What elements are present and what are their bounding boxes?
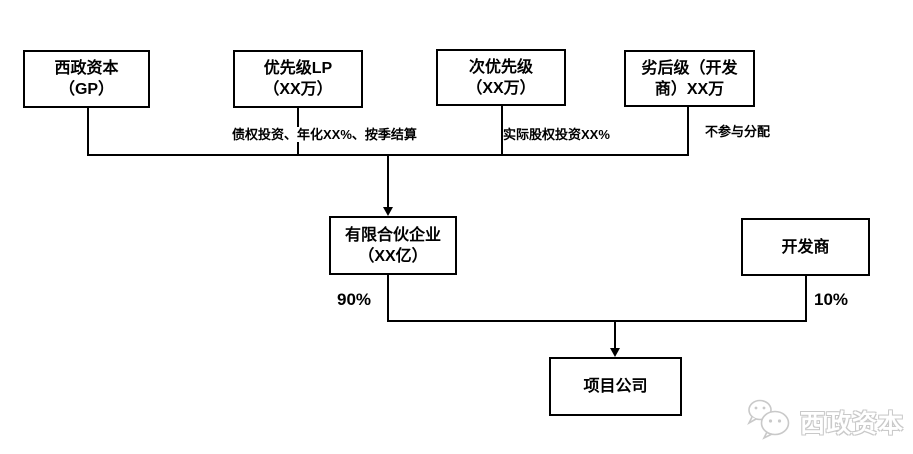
node-label-line2: （XX万） xyxy=(263,81,333,98)
connector-partnership-down xyxy=(387,275,389,322)
node-label-line2: （XX亿） xyxy=(358,247,428,265)
wechat-bubbles-icon xyxy=(744,396,796,447)
edge-label-actual-equity-investment: 实际股权投资XX% xyxy=(503,127,610,142)
connector-to-project xyxy=(614,320,616,350)
brand-watermark: 西政资本 xyxy=(744,396,904,447)
node-developer: 开发商 xyxy=(741,218,870,276)
brand-watermark-text: 西政资本 xyxy=(800,409,905,438)
connector-sub-priority-down xyxy=(501,106,503,156)
node-label-line1: 优先级LP xyxy=(263,60,333,77)
share-label-developer-10: 10% xyxy=(814,290,849,309)
connector-developer-down xyxy=(805,276,807,322)
node-label-line2: （GP） xyxy=(58,81,115,98)
arrowhead-into-project xyxy=(610,348,620,357)
node-xizheng-capital-gp: 西政资本 （GP） xyxy=(23,50,150,108)
node-limited-partnership: 有限合伙企业 （XX亿） xyxy=(329,216,457,275)
connector-gp-down xyxy=(87,108,89,156)
arrowhead-into-partnership xyxy=(383,207,393,216)
node-priority-lp: 优先级LP （XX万） xyxy=(233,50,363,108)
share-label-partnership-90: 90% xyxy=(337,290,372,309)
connector-to-partnership xyxy=(387,154,389,208)
connector-bottom-bus xyxy=(387,320,807,322)
node-label-line2: （XX万） xyxy=(466,79,536,97)
node-label-line2: 商）XX万 xyxy=(654,80,725,98)
connector-inferior-down xyxy=(687,107,689,156)
node-project-company: 项目公司 xyxy=(549,357,682,416)
node-label-line1: 西政资本 xyxy=(54,60,119,77)
node-label-line1: 劣后级（开发 xyxy=(641,59,738,77)
node-label-line1: 项目公司 xyxy=(583,378,648,395)
node-label-line1: 开发商 xyxy=(781,238,830,256)
node-inferior-developer-tranche: 劣后级（开发 商）XX万 xyxy=(624,50,755,107)
node-label-line1: 有限合伙企业 xyxy=(344,226,441,244)
edge-label-debt-investment: 债权投资、年化XX%、按季结算 xyxy=(232,127,417,142)
edge-label-no-distribution: 不参与分配 xyxy=(705,124,771,139)
node-sub-priority: 次优先级 （XX万） xyxy=(436,49,566,106)
node-label-line1: 次优先级 xyxy=(468,58,533,76)
